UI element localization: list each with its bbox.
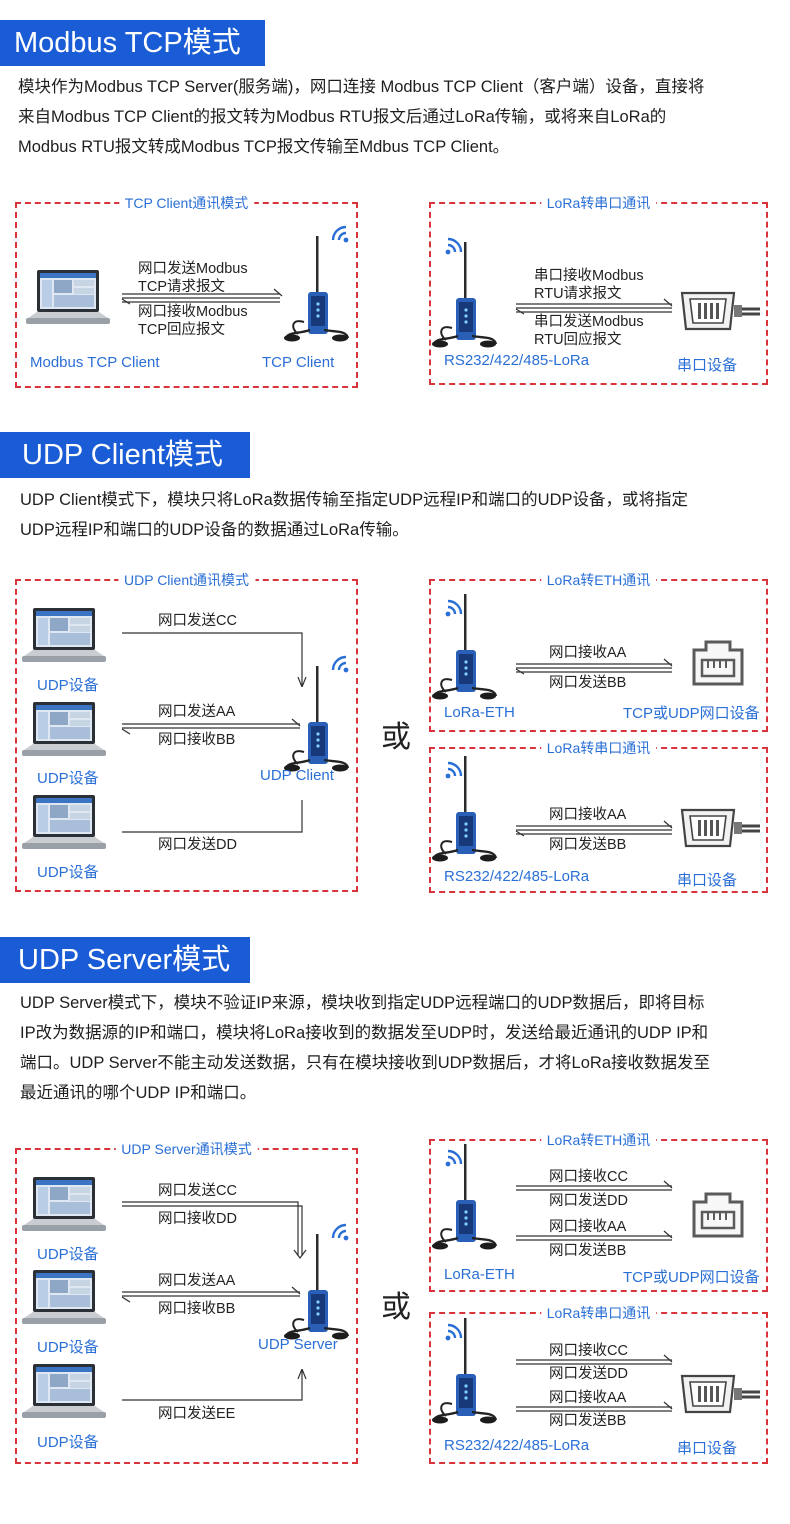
msg-send-aa: 网口发送AA	[158, 704, 236, 720]
msg-recv-cc: 网口接收CC	[549, 1169, 628, 1185]
section-title-udp-server: UDP Server模式	[0, 937, 250, 983]
box-title: LoRa转ETH通讯	[540, 1130, 657, 1150]
msg-send-dd: 网口发送DD	[549, 1193, 628, 1209]
msg-send-bb: 网口发送BB	[549, 837, 627, 853]
desc-line: 来自Modbus TCP Client的报文转为Modbus RTU报文后通过L…	[18, 108, 667, 126]
lora-serial-box: LoRa转串口通讯	[429, 1303, 768, 1464]
udp-client-mode-box: UDP Client通讯模式	[15, 570, 358, 892]
section-title-udp-client: UDP Client模式	[0, 432, 250, 478]
lora-eth-box: LoRa转ETH通讯	[429, 1130, 768, 1292]
msg-recv-bb: 网口接收BB	[158, 732, 236, 748]
modbus-tcp-description: 模块作为Modbus TCP Server(服务端)，网口连接 Modbus T…	[18, 72, 778, 162]
desc-line: 端口。UDP Server不能主动发送数据，只有在模块接收到UDP数据后，才将L…	[20, 1054, 711, 1072]
msg-recv-cc: 网口接收CC	[549, 1343, 628, 1359]
msg-recv-aa: 网口接收AA	[549, 1390, 627, 1406]
msg-line: 串口接收Modbus	[534, 268, 644, 284]
msg-send-bb: 网口发送BB	[549, 1243, 627, 1259]
msg-recv-aa: 网口接收AA	[549, 645, 627, 661]
label-lora-eth: LoRa-ETH	[444, 704, 515, 721]
msg-recv-response: 网口接收Modbus TCP回应报文	[138, 303, 248, 339]
arrow-cc	[122, 632, 302, 686]
lora-eth-box: LoRa转ETH通讯	[429, 570, 768, 732]
msg-line: RTU请求报文	[534, 286, 622, 302]
msg-send-cc: 网口发送CC	[158, 1183, 237, 1199]
arrow-to-module	[122, 293, 280, 299]
or-label: 或	[381, 1291, 411, 1324]
label-tcp-client: TCP Client	[262, 354, 335, 371]
desc-line: UDP远程IP和端口的UDP设备的数据通过LoRa传输。	[20, 521, 409, 539]
msg-send-bb: 网口发送BB	[549, 1413, 627, 1429]
label-network-device: TCP或UDP网口设备	[623, 705, 760, 722]
box-title: LoRa转串口通讯	[540, 193, 657, 213]
msg-serial-send-response: 串口发送Modbus RTU回应报文	[534, 313, 644, 349]
msg-send-bb: 网口发送BB	[549, 675, 627, 691]
msg-line: 网口接收Modbus	[138, 304, 248, 320]
msg-send-cc: 网口发送CC	[158, 613, 237, 629]
label-udp-device-3: UDP设备	[37, 864, 99, 881]
lora-serial-box: LoRa转串口通讯	[429, 738, 768, 893]
msg-send-ee: 网口发送EE	[158, 1406, 236, 1422]
label-udp-device-2: UDP设备	[37, 770, 99, 787]
msg-recv-bb: 网口接收BB	[158, 1301, 236, 1317]
msg-recv-aa: 网口接收AA	[549, 1219, 627, 1235]
msg-serial-recv-request: 串口接收Modbus RTU请求报文	[534, 267, 644, 303]
label-udp-device-2: UDP设备	[37, 1339, 99, 1356]
desc-line: Modbus RTU报文转成Modbus TCP报文传输至Mdbus TCP C…	[18, 138, 510, 156]
tcp-client-mode-box: TCP Client通讯模式	[15, 193, 358, 388]
box-title: LoRa转串口通讯	[540, 738, 657, 758]
box-title: LoRa转ETH通讯	[540, 570, 657, 590]
udp-server-description: UDP Server模式下，模块不验证IP来源，模块收到指定UDP远程端口的UD…	[20, 988, 780, 1108]
msg-send-dd: 网口发送DD	[549, 1366, 628, 1382]
lora-serial-box: LoRa转串口通讯	[429, 193, 768, 385]
desc-line: IP改为数据源的IP和端口，模块将LoRa接收到的数据发至UDP时，发送给最近通…	[20, 1024, 709, 1042]
desc-line: 模块作为Modbus TCP Server(服务端)，网口连接 Modbus T…	[18, 78, 705, 96]
msg-recv-dd: 网口接收DD	[158, 1211, 237, 1227]
desc-line: UDP Client模式下，模块只将LoRa数据传输至指定UDP远程IP和端口的…	[20, 491, 689, 509]
label-udp-device-1: UDP设备	[37, 1246, 99, 1263]
msg-line: TCP请求报文	[138, 279, 225, 295]
udp-client-description: UDP Client模式下，模块只将LoRa数据传输至指定UDP远程IP和端口的…	[20, 485, 780, 545]
desc-line: 最近通讯的哪个UDP IP和端口。	[20, 1084, 257, 1102]
or-label: 或	[381, 721, 411, 754]
box-title: TCP Client通讯模式	[118, 193, 255, 213]
label-lora-eth: LoRa-ETH	[444, 1266, 515, 1283]
msg-send-aa: 网口发送AA	[158, 1273, 236, 1289]
label-lora-module: RS232/422/485-LoRa	[444, 1437, 590, 1454]
label-udp-client-module: UDP Client	[260, 767, 334, 784]
label-udp-device-1: UDP设备	[37, 677, 99, 694]
label-serial-device: 串口设备	[677, 357, 738, 374]
box-title: UDP Server通讯模式	[115, 1139, 258, 1159]
label-serial-device: 串口设备	[677, 1440, 738, 1457]
box-title: UDP Client通讯模式	[118, 570, 255, 590]
msg-recv-aa: 网口接收AA	[549, 807, 627, 823]
msg-send-request: 网口发送Modbus TCP请求报文	[138, 260, 248, 296]
desc-line: UDP Server模式下，模块不验证IP来源，模块收到指定UDP远程端口的UD…	[20, 994, 705, 1012]
label-modbus-tcp-client: Modbus TCP Client	[30, 354, 160, 371]
msg-send-dd: 网口发送DD	[158, 837, 237, 853]
label-udp-server-module: UDP Server	[258, 1336, 338, 1353]
box-title: LoRa转串口通讯	[540, 1303, 657, 1323]
udp-server-mode-box: UDP Server通讯模式	[15, 1139, 358, 1464]
msg-line: 网口发送Modbus	[138, 261, 248, 277]
section-title-modbus-tcp: Modbus TCP模式	[0, 20, 265, 66]
msg-line: 串口发送Modbus	[534, 314, 644, 330]
label-udp-device-3: UDP设备	[37, 1434, 99, 1451]
label-lora-module: RS232/422/485-LoRa	[444, 868, 590, 885]
msg-line: TCP回应报文	[138, 322, 225, 338]
label-serial-device: 串口设备	[677, 872, 738, 889]
arrow-cc-dd	[122, 1201, 303, 1256]
msg-line: RTU回应报文	[534, 332, 622, 348]
label-network-device: TCP或UDP网口设备	[623, 1269, 760, 1286]
label-lora-module: RS232/422/485-LoRa	[444, 352, 590, 369]
